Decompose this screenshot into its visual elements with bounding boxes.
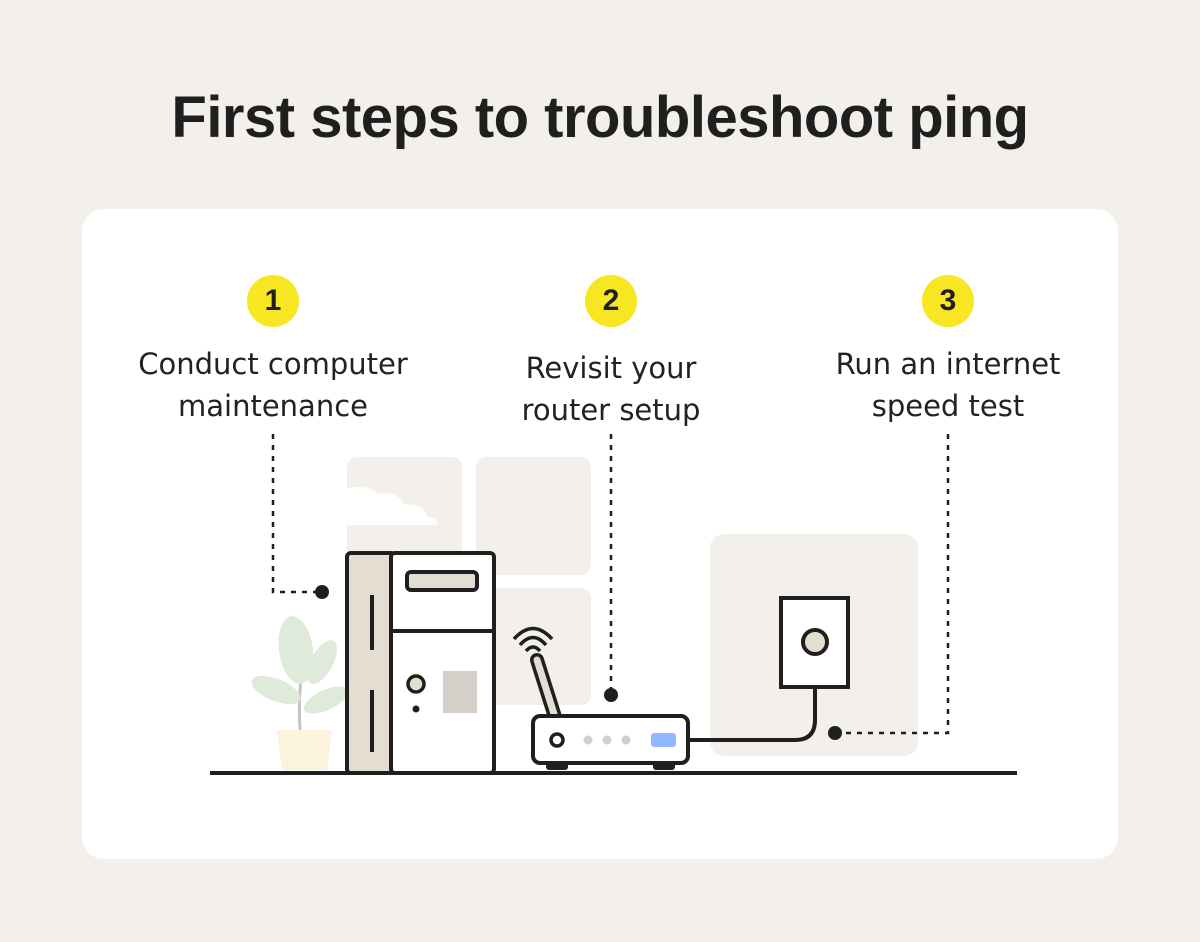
step-1: 1 Conduct computer maintenance [123, 275, 423, 427]
step-2: 2 Revisit your router setup [461, 275, 761, 431]
step-number-badge: 2 [585, 275, 637, 327]
connector-dot-3 [828, 726, 842, 740]
computer-tower-icon [345, 551, 496, 775]
step-label: Run an internet speed test [835, 347, 1061, 423]
connector-dot-2 [604, 688, 618, 702]
connector-dot-1 [315, 585, 329, 599]
plant-icon [251, 616, 349, 770]
page-title: First steps to troubleshoot ping [171, 85, 1029, 150]
connector-lines [271, 434, 950, 735]
step-label: Conduct computer maintenance [138, 347, 408, 423]
router-icon [512, 626, 690, 770]
step-3: 3 Run an internet speed test [798, 275, 1098, 427]
window-panes [347, 457, 591, 705]
step-number-badge: 1 [247, 275, 299, 327]
step-label: Revisit your router setup [521, 351, 701, 427]
ethernet-outlet-icon [688, 596, 850, 742]
step-number-badge: 3 [922, 275, 974, 327]
